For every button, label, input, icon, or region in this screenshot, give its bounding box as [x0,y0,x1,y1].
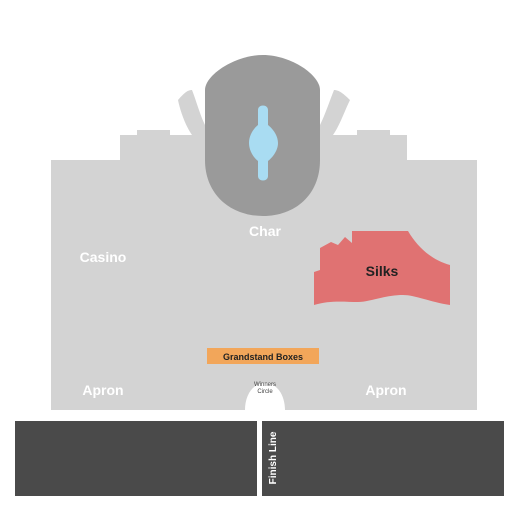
finish-line-label: Finish Line [268,431,279,484]
winners-circle-label-line2: Circle [257,389,273,395]
section-grandstand-boxes[interactable] [207,348,319,364]
section-silks-label: Silks [366,263,399,279]
track-left [15,421,257,496]
section-apron-right-label: Apron [365,382,406,398]
fountain [249,105,278,181]
section-casino-label: Casino [80,249,127,265]
venue-floor [51,90,477,410]
section-silks[interactable] [314,231,450,305]
section-grandstand-boxes-label: Grandstand Boxes [223,352,303,362]
section-char-label: Char [249,223,281,239]
track-right [262,421,504,496]
winners-circle-label-line1: Winners [254,382,276,388]
section-apron-left-label: Apron [82,382,123,398]
